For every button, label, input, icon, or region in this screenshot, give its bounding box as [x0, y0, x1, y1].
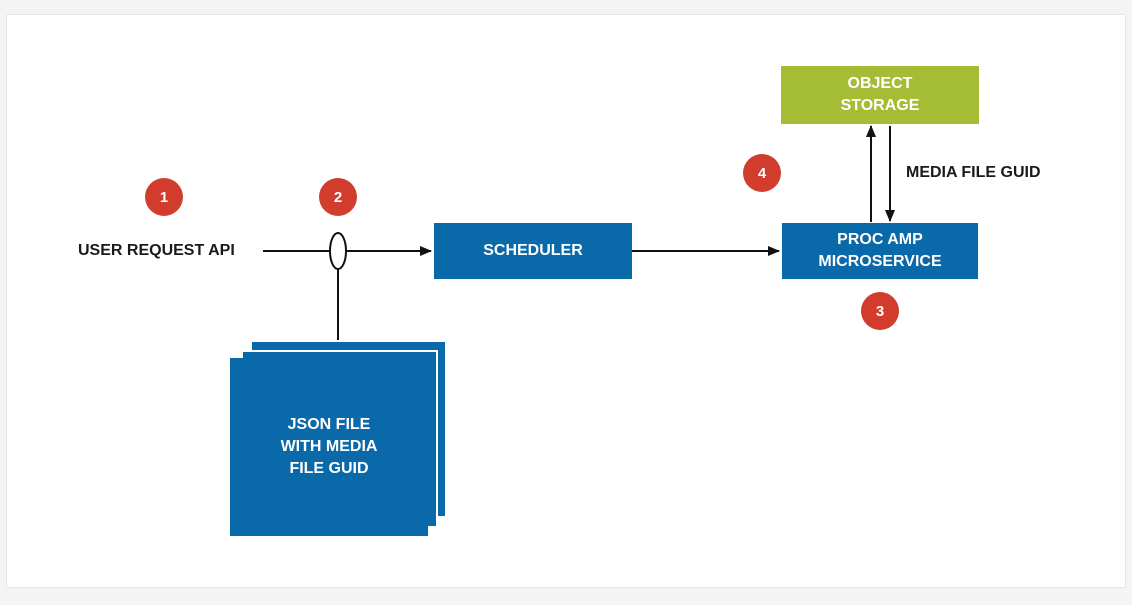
scheduler-box: SCHEDULER — [434, 223, 632, 279]
step-badge-3: 3 — [861, 292, 899, 330]
user-request-api-label: USER REQUEST API — [78, 242, 235, 259]
json-file-document: JSON FILE WITH MEDIA FILE GUID — [230, 358, 428, 536]
proc-amp-microservice-box: PROC AMP MICROSERVICE — [782, 223, 978, 279]
object-storage-box: OBJECT STORAGE — [781, 66, 979, 124]
api-payload-tap — [329, 232, 347, 270]
step-badge-4: 4 — [743, 154, 781, 192]
step-badge-1: 1 — [145, 178, 183, 216]
step-badge-2: 2 — [319, 178, 357, 216]
media-file-guid-label: MEDIA FILE GUID — [906, 164, 1041, 181]
